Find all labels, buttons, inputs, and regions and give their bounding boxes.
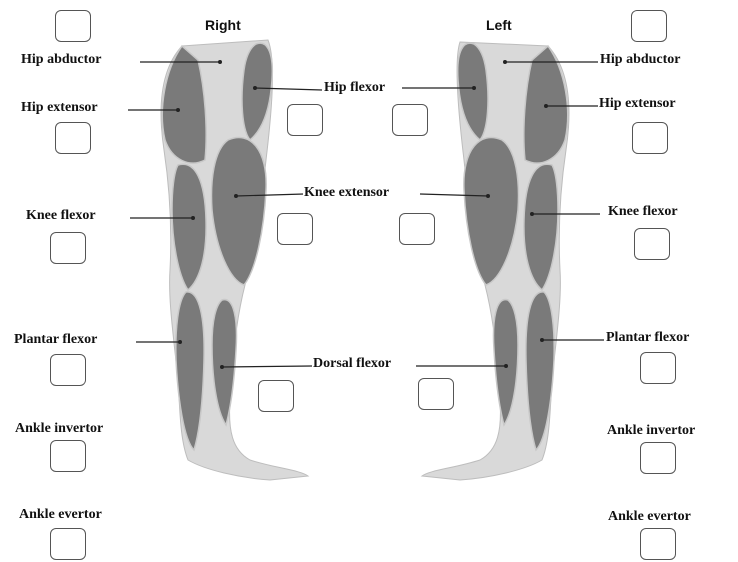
left-plantar-flexor-checkbox[interactable] <box>640 352 676 384</box>
left-plantar-flexor-label: Plantar flexor <box>605 330 690 346</box>
leader-dot <box>191 216 195 220</box>
left-ankle-evertor-checkbox[interactable] <box>640 528 676 560</box>
left-hip-flexor-checkbox[interactable] <box>392 104 428 136</box>
leader-dot <box>220 365 224 369</box>
left-hip-extensor-checkbox[interactable] <box>632 122 668 154</box>
left-knee-flexor-checkbox[interactable] <box>634 228 670 260</box>
right-hip-abductor-label: Hip abductor <box>20 52 103 68</box>
leader-dot <box>234 194 238 198</box>
left-knee-flexor-label: Knee flexor <box>607 204 679 220</box>
left-hip-extensor-label: Hip extensor <box>598 96 677 112</box>
right-dorsal-flexor-checkbox[interactable] <box>258 380 294 412</box>
right-hip-extensor-checkbox[interactable] <box>55 122 91 154</box>
knee-extensor-label: Knee extensor <box>303 185 390 201</box>
leader-dot <box>486 194 490 198</box>
right-ankle-invertor-checkbox[interactable] <box>50 440 86 472</box>
right-knee-flexor-checkbox[interactable] <box>50 232 86 264</box>
left-ankle-invertor-checkbox[interactable] <box>640 442 676 474</box>
leader-dot <box>530 212 534 216</box>
right-knee-flexor-label: Knee flexor <box>25 208 97 224</box>
right-ankle-invertor-label: Ankle invertor <box>14 421 104 437</box>
leader-dot <box>472 86 476 90</box>
right-plantar-flexor-checkbox[interactable] <box>50 354 86 386</box>
right-ankle-evertor-label: Ankle evertor <box>18 507 103 523</box>
right-hip-abductor-checkbox[interactable] <box>55 10 91 42</box>
right-ankle-evertor-checkbox[interactable] <box>50 528 86 560</box>
left-ankle-evertor-label: Ankle evertor <box>607 509 692 525</box>
left-ankle-invertor-label: Ankle invertor <box>606 423 696 439</box>
leader-dot <box>540 338 544 342</box>
leader-dot <box>218 60 222 64</box>
dorsal-flexor-label: Dorsal flexor <box>312 356 392 372</box>
right-hip-flexor-checkbox[interactable] <box>287 104 323 136</box>
leader-dot <box>504 364 508 368</box>
leader-dot <box>503 60 507 64</box>
leader-dot <box>544 104 548 108</box>
leader-dot <box>176 108 180 112</box>
left-side-title: Left <box>486 17 512 33</box>
right-side-title: Right <box>205 17 241 33</box>
right-plantar-flexor-label: Plantar flexor <box>13 332 98 348</box>
hip-flexor-label: Hip flexor <box>323 80 386 96</box>
left-hip-abductor-label: Hip abductor <box>599 52 682 68</box>
left-dorsal-flexor-checkbox[interactable] <box>418 378 454 410</box>
leader-dot <box>253 86 257 90</box>
leader-dot <box>178 340 182 344</box>
left-knee-extensor-checkbox[interactable] <box>399 213 435 245</box>
right-hip-extensor-label: Hip extensor <box>20 100 99 116</box>
left-hip-abductor-checkbox[interactable] <box>631 10 667 42</box>
right-knee-extensor-checkbox[interactable] <box>277 213 313 245</box>
